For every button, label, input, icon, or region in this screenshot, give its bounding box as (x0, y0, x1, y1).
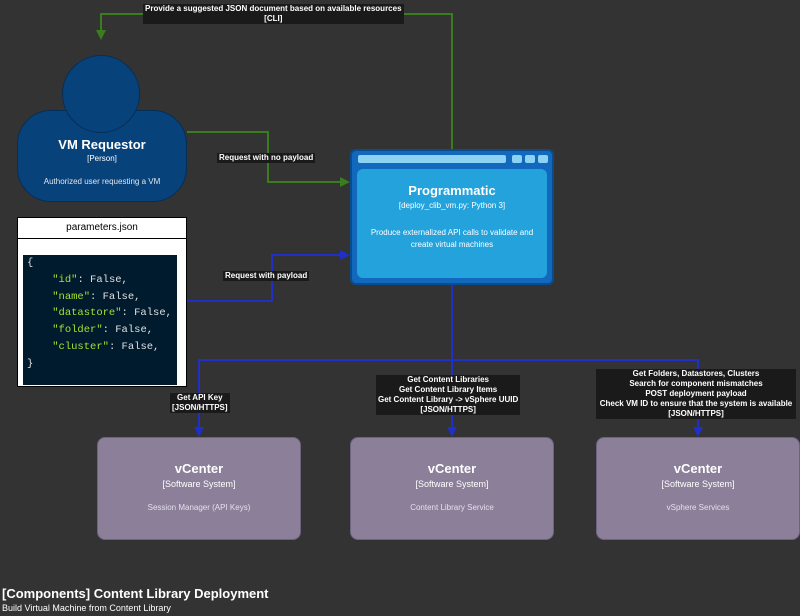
window-minimize-icon (512, 155, 522, 163)
system-title: vCenter (673, 461, 723, 476)
system-node-session-manager[interactable]: vCenter [Software System] Session Manage… (97, 437, 301, 540)
diagram-subtitle: Build Virtual Machine from Content Libra… (2, 603, 171, 613)
edge-label-no-payload: Request with no payload (217, 153, 316, 163)
system-description: vSphere Services (666, 503, 730, 512)
container-title: Programmatic (408, 183, 496, 198)
person-title: VM Requestor (58, 137, 146, 152)
code-line: "cluster": False, (52, 340, 160, 353)
system-node-content-library[interactable]: vCenter [Software System] Content Librar… (350, 437, 554, 540)
container-type: [deploy_clib_vm.py: Python 3] (398, 201, 506, 210)
system-description: Content Library Service (410, 503, 494, 512)
container-body: Programmatic [deploy_clib_vm.py: Python … (357, 169, 547, 278)
container-node-programmatic[interactable]: Programmatic [deploy_clib_vm.py: Python … (350, 149, 554, 285)
window-maximize-icon (525, 155, 535, 163)
diagram-title: [Components] Content Library Deployment (2, 586, 269, 601)
file-node-parameters-json[interactable]: parameters.json { "id": False, "name": F… (17, 217, 187, 387)
edge-label-content-library: Get Content Libraries Get Content Librar… (376, 375, 521, 415)
edge-label-vsphere: Get Folders, Datastores, Clusters Search… (596, 369, 796, 419)
code-line: "id": False, (52, 273, 128, 286)
person-type: [Person] (87, 154, 117, 163)
person-head-icon (62, 55, 140, 133)
code-line: "datastore": False, (52, 307, 172, 320)
system-title: vCenter (174, 461, 224, 476)
window-titlebar (358, 155, 506, 163)
file-title: parameters.json (18, 218, 186, 239)
code-line: } (27, 357, 34, 370)
window-close-icon (538, 155, 548, 163)
code-line: "name": False, (52, 290, 141, 303)
code-line: { (27, 257, 34, 269)
system-type: [Software System] (415, 479, 489, 489)
container-description: Produce externalized API calls to valida… (370, 228, 534, 249)
code-line: "folder": False, (52, 324, 154, 337)
system-description: Session Manager (API Keys) (147, 503, 251, 512)
edge-label-with-payload: Request with payload (223, 271, 310, 281)
person-description: Authorized user requesting a VM (43, 177, 161, 186)
system-node-vsphere-services[interactable]: vCenter [Software System] vSphere Servic… (596, 437, 800, 540)
edge-label-api-key: Get API Key [JSON/HTTPS] (170, 393, 230, 413)
code-block: { "id": False, "name": False, "datastore… (23, 255, 177, 385)
system-type: [Software System] (162, 479, 236, 489)
system-type: [Software System] (661, 479, 735, 489)
system-title: vCenter (427, 461, 477, 476)
edge-label-cli-back: Provide a suggested JSON document based … (143, 4, 404, 24)
person-node-vm-requestor[interactable]: VM Requestor [Person] Authorized user re… (17, 110, 187, 202)
